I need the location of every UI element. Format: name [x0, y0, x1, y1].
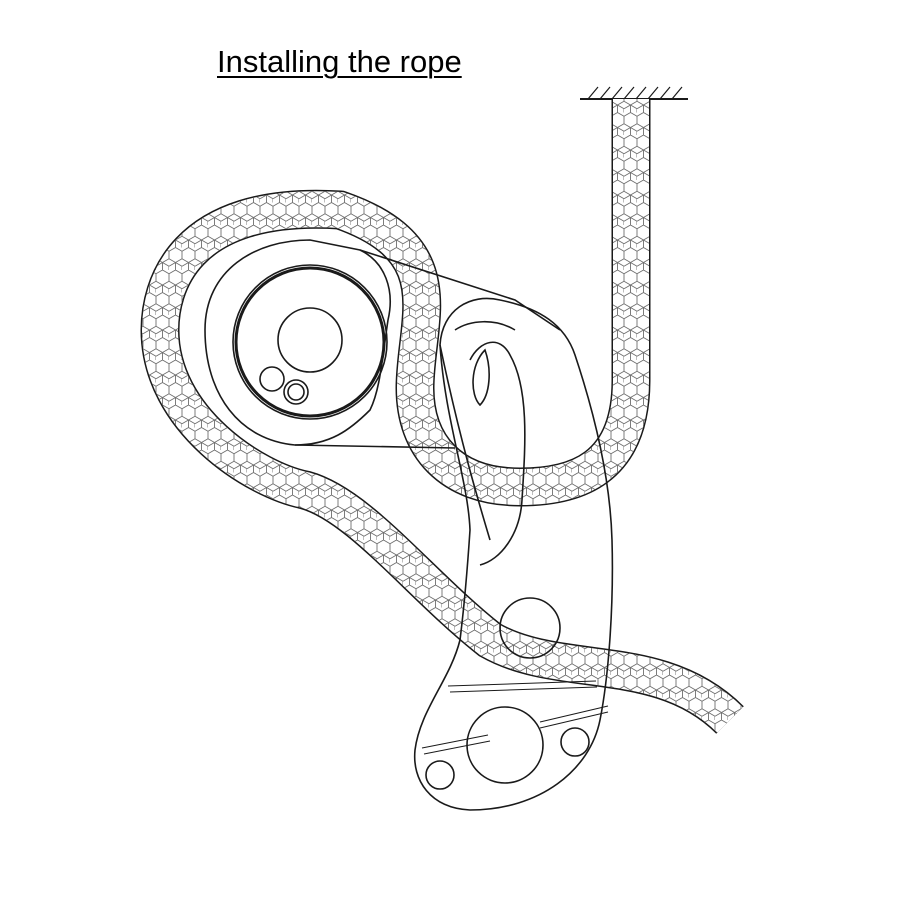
- pulley-icon: [204, 239, 561, 449]
- handle-icon: [421, 597, 609, 790]
- anchor-icon: [580, 86, 688, 100]
- rope-icon: [140, 99, 744, 735]
- diagram-title: Installing the rope: [217, 44, 462, 79]
- cam-icon: [413, 297, 614, 811]
